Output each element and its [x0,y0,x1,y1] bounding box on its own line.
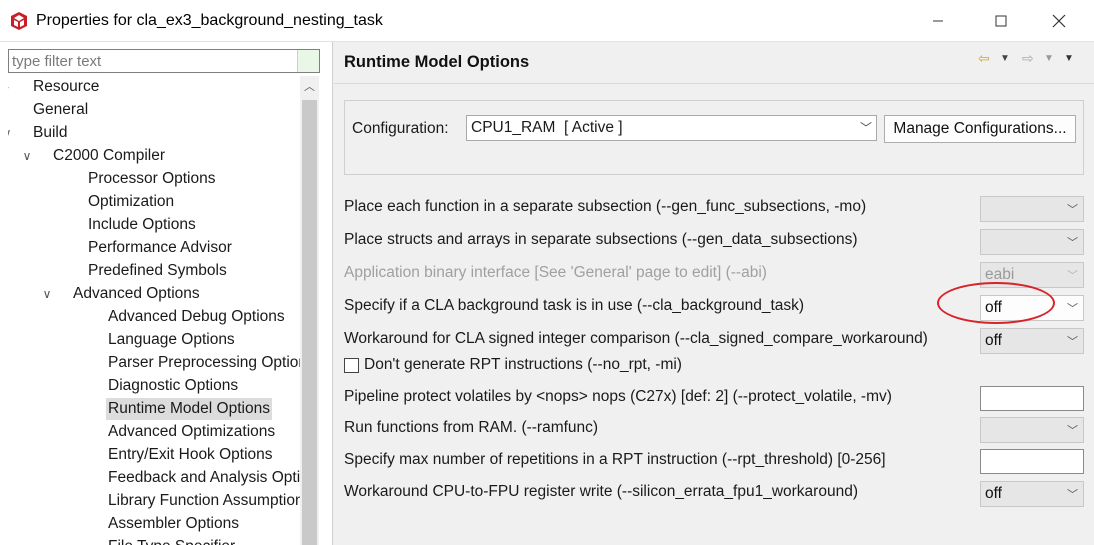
filter-input[interactable] [9,50,299,72]
option-select-value: off [985,332,1002,349]
highlight-annotation [937,282,1055,324]
option-label: Pipeline protect volatiles by <nops> nop… [344,388,892,405]
app-logo-icon [11,12,27,30]
tree-item-label: Library Function Assumption [108,492,300,509]
scrollbar-thumb[interactable] [302,100,317,545]
option-label: Workaround CPU-to-FPU register write (--… [344,483,858,500]
minimize-button[interactable] [915,0,961,42]
filter-box [8,49,320,73]
tree-item-label: Feedback and Analysis Optic [108,469,300,486]
tree-item-label: Entry/Exit Hook Options [108,446,273,463]
tree-scrollbar[interactable]: ︿ [300,76,319,545]
option-label: Application binary interface [See 'Gener… [344,264,767,281]
option-select-value: eabi [985,266,1015,283]
chevron-down-icon: ﹀ [1067,336,1078,348]
forward-menu-icon[interactable]: ▼ [1044,53,1054,64]
tree-item-label: Include Options [88,216,196,233]
option-select[interactable]: ﹀ [980,196,1084,222]
tree-item-label: Runtime Model Options [106,398,272,420]
title-bar: Properties for cla_ex3_background_nestin… [0,0,1094,42]
option-label: Specify max number of repetitions in a R… [344,451,886,468]
configuration-group: Configuration: CPU1_RAM [ Active ] ﹀ Man… [344,100,1084,175]
tree-item-label: Optimization [88,193,175,210]
view-menu-icon[interactable]: ▼ [1064,53,1074,64]
filter-clear-button[interactable] [297,50,319,72]
option-label: Don't generate RPT instructions (--no_rp… [364,356,682,373]
chevron-down-icon: ﹀ [1067,237,1078,249]
properties-page: Runtime Model Options ⇦ ▼ ⇨ ▼ ▼ Configur… [334,42,1094,545]
option-label: Place structs and arrays in separate sub… [344,231,858,248]
option-select[interactable]: ﹀ [980,417,1084,443]
chevron-down-icon: ﹀ [1067,204,1078,216]
chevron-down-icon: ﹀ [1067,489,1078,501]
tree-item-label: Parser Preprocessing Option [108,354,300,371]
option-select[interactable]: off ﹀ [980,328,1084,354]
option-text-field[interactable] [980,386,1084,411]
option-select[interactable]: ﹀ [980,229,1084,255]
tree-item-label: Processor Options [88,170,216,187]
maximize-icon [995,15,1007,27]
option-select: eabi ﹀ [980,262,1084,288]
back-arrow-icon[interactable]: ⇦ [978,50,990,66]
maximize-button[interactable] [978,0,1024,42]
configuration-label: Configuration: [352,120,449,137]
tree-item-label: Performance Advisor [88,239,232,256]
tree-item-label: Advanced Options [73,285,200,302]
close-button[interactable] [1036,0,1082,42]
window-title: Properties for cla_ex3_background_nestin… [36,12,383,29]
option-label: Workaround for CLA signed integer compar… [344,330,928,347]
tree-item-label: Build [33,124,68,141]
tree-item-label: General [33,101,89,118]
scroll-up-icon[interactable]: ︿ [304,81,315,93]
tree-item-label: C2000 Compiler [53,147,165,164]
chevron-down-icon: ﹀ [1067,270,1078,282]
configuration-select[interactable]: CPU1_RAM [ Active ] ﹀ [466,115,877,141]
forward-arrow-icon[interactable]: ⇨ [1022,50,1034,66]
option-label: Place each function in a separate subsec… [344,198,867,215]
chevron-down-icon: ﹀ [1067,303,1078,315]
back-menu-icon[interactable]: ▼ [1000,53,1010,64]
tree-item-label: Advanced Optimizations [108,423,276,440]
chevron-down-icon[interactable]: ∨ [22,149,32,163]
tree-item-label: File Type Specifier [108,536,235,545]
chevron-down-icon[interactable]: ∨ [8,122,14,144]
tree-item-label: Advanced Debug Options [108,308,285,325]
tree-item-label: Language Options [108,331,235,348]
no-rpt-checkbox[interactable] [344,358,359,373]
close-icon [1052,14,1066,28]
page-title: Runtime Model Options [344,53,530,71]
option-select-value: off [985,485,1002,502]
chevron-right-icon[interactable]: › [8,76,14,98]
tree-item-label: Diagnostic Options [108,377,239,394]
page-nav-toolbar: ⇦ ▼ ⇨ ▼ ▼ [978,50,1078,70]
option-label: Specify if a CLA background task is in u… [344,297,805,314]
chevron-down-icon: ﹀ [859,121,872,135]
tree-item-label: Predefined Symbols [88,262,227,279]
tree-item-label: Assembler Options [108,515,239,532]
option-select[interactable]: off ﹀ [980,481,1084,507]
chevron-down-icon: ﹀ [1067,425,1078,437]
manage-configurations-button[interactable]: Manage Configurations... [884,115,1076,143]
option-label: Run functions from RAM. (--ramfunc) [344,419,599,436]
tree-item-label: Resource [33,78,100,95]
configuration-value: CPU1_RAM [ Active ] [471,119,623,136]
title-separator [334,83,1094,84]
option-text-field[interactable] [980,449,1084,474]
chevron-down-icon[interactable]: ∨ [42,287,52,301]
minimize-icon [933,20,943,22]
